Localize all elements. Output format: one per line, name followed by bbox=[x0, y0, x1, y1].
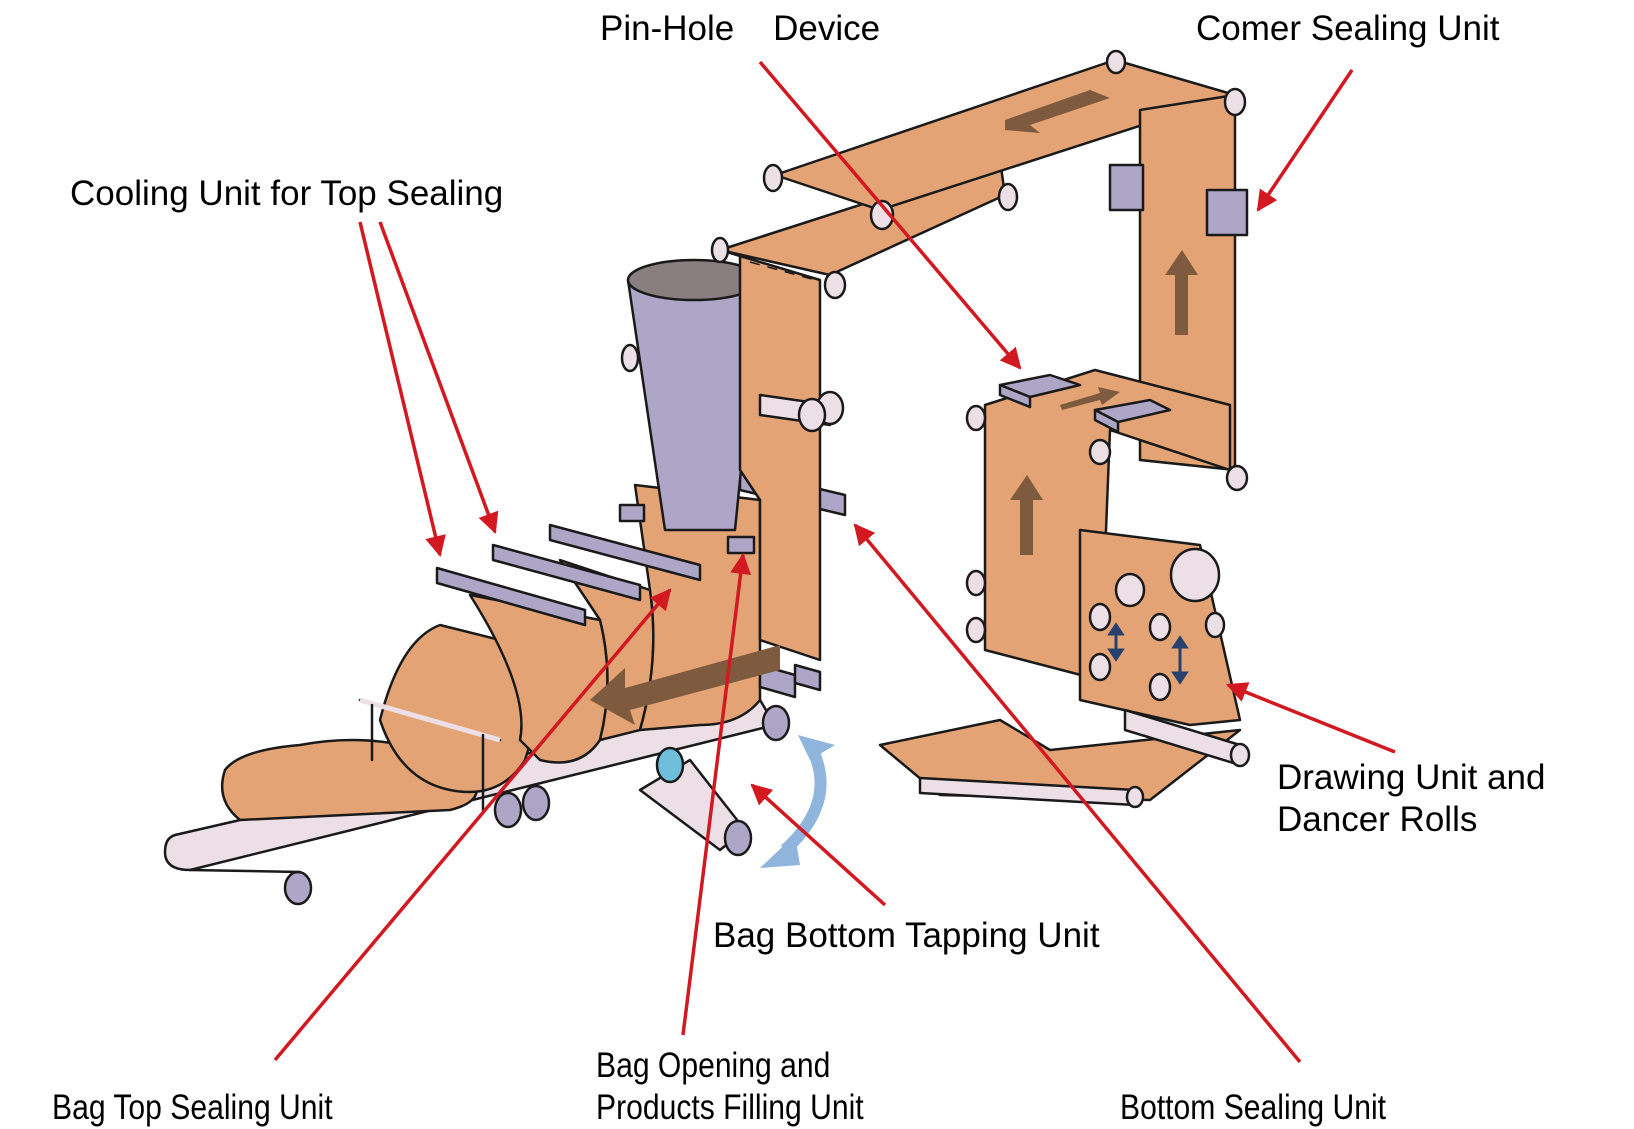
top-seal-rod bbox=[358, 697, 502, 812]
guide-rollers bbox=[620, 49, 1251, 809]
flow-arrow-up bbox=[1010, 475, 1043, 555]
leader-pinhole bbox=[758, 60, 1022, 370]
label-pinhole-device: Pin-Hole Device bbox=[600, 8, 880, 50]
label-text: Products Filling Unit bbox=[596, 1088, 864, 1127]
label-text: Bag Opening and bbox=[596, 1046, 831, 1085]
leader-topseal bbox=[273, 588, 672, 1062]
label-text: Bag Top Sealing Unit bbox=[52, 1088, 333, 1127]
label-text: Bag Bottom Tapping Unit bbox=[713, 916, 1100, 955]
leader-cooling-2 bbox=[378, 221, 499, 534]
leader-drawing bbox=[1226, 682, 1396, 754]
label-text: Bottom Sealing Unit bbox=[1120, 1088, 1387, 1127]
leader-bottomseal bbox=[853, 523, 1302, 1064]
corner-sealers bbox=[998, 163, 1249, 434]
tapping-roller bbox=[723, 819, 753, 857]
flow-arrow-bags bbox=[590, 645, 780, 725]
label-bottom-sealing: Bottom Sealing Unit bbox=[1120, 1087, 1386, 1129]
flow-arrow-right bbox=[1060, 387, 1120, 410]
leader-corner bbox=[1256, 69, 1354, 212]
label-text: Pin-Hole Device bbox=[600, 9, 881, 48]
label-text: Drawing Unit and bbox=[1277, 758, 1546, 797]
corner-sealer-block bbox=[1108, 163, 1145, 212]
label-text: Dancer Rolls bbox=[1277, 800, 1478, 839]
conveyor-roller bbox=[761, 704, 791, 742]
flow-arrows bbox=[590, 90, 1198, 725]
dancer-arrows bbox=[1107, 622, 1189, 685]
label-bag-bottom-tapping: Bag Bottom Tapping Unit bbox=[713, 915, 1100, 957]
label-cooling-unit: Cooling Unit for Top Sealing bbox=[70, 173, 503, 215]
leader-cooling-1 bbox=[358, 221, 446, 558]
flow-arrow-up bbox=[1165, 250, 1198, 335]
conveyor-roller bbox=[283, 870, 313, 906]
label-bag-top-sealing: Bag Top Sealing Unit bbox=[52, 1087, 333, 1129]
tapping-pivot-roller bbox=[655, 746, 685, 784]
tapping-motion-arrow bbox=[760, 735, 835, 868]
label-text: Comer Sealing Unit bbox=[1196, 9, 1500, 48]
filling-hopper bbox=[626, 258, 762, 532]
label-text: Cooling Unit for Top Sealing bbox=[70, 174, 504, 213]
leader-tapping bbox=[750, 783, 887, 907]
label-corner-sealing-unit: Comer Sealing Unit bbox=[1196, 8, 1499, 50]
conveyor-roller bbox=[521, 784, 551, 822]
label-bag-opening-filling: Bag Opening and Products Filling Unit bbox=[596, 1045, 864, 1129]
label-drawing-unit: Drawing Unit and Dancer Rolls bbox=[1277, 757, 1545, 841]
corner-sealer-block bbox=[1205, 188, 1249, 237]
flow-arrow-left bbox=[1005, 90, 1110, 133]
conveyor-roller bbox=[493, 791, 523, 829]
leader-lines bbox=[273, 60, 1396, 1064]
leader-opening bbox=[681, 552, 752, 1036]
